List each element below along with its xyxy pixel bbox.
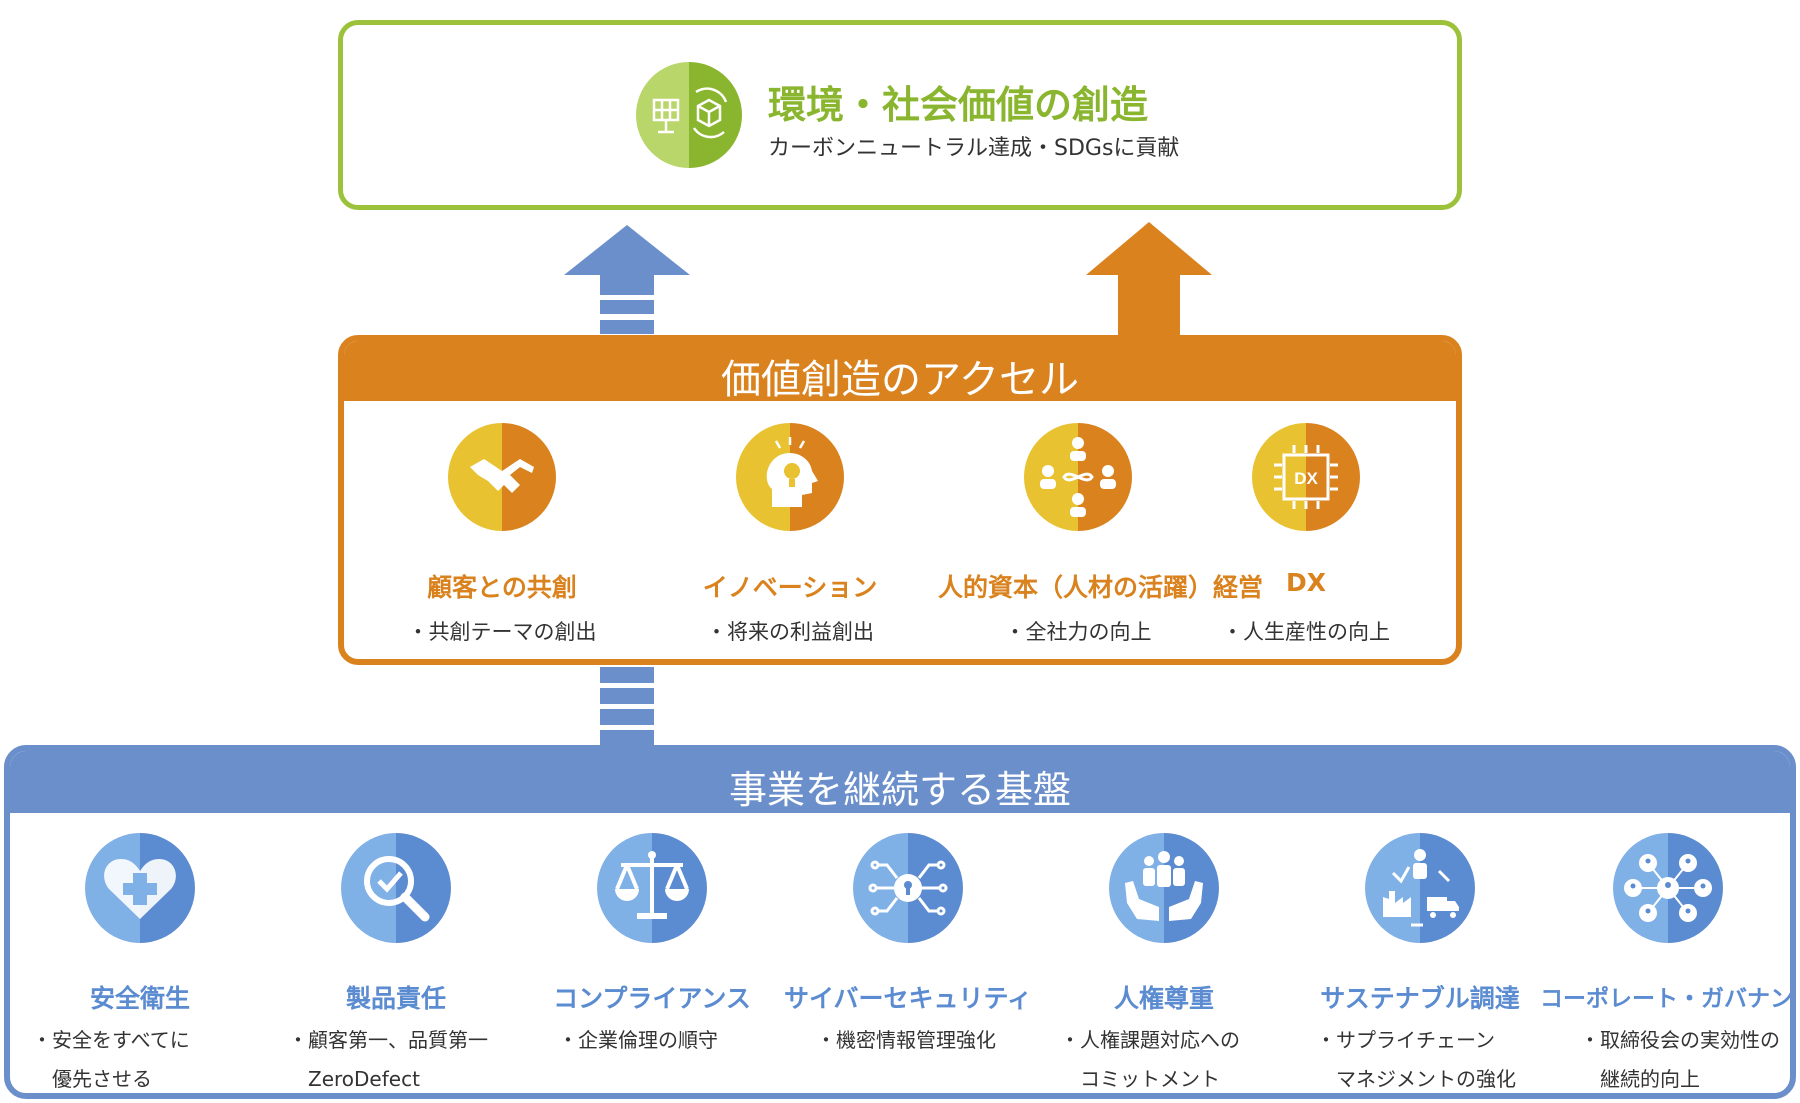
foundation-item-title: コーポレート・ガバナンス (1540, 986, 1796, 1012)
solar-panel-and-recycle-icon (636, 62, 742, 168)
foundation-item-title: コンプライアンス (553, 984, 751, 1013)
foundation-item-desc: ・取締役会の実効性の 継続的向上 (1580, 1021, 1780, 1093)
supply-chain-icon (1365, 833, 1475, 943)
accelerator-title: 価値創造のアクセル (721, 357, 1079, 403)
foundation-item-desc-line: ZeroDefect (288, 1067, 420, 1091)
accelerator-item-desc: ・共創テーマの創出 (407, 620, 597, 644)
foundation-item-desc: ・顧客第一、品質第一 ZeroDefect (288, 1021, 488, 1093)
blue-connector-stripes (600, 667, 654, 746)
goal-subtitle: カーボンニュートラル達成・SDGsに貢献 (768, 136, 1180, 161)
scales-icon (597, 833, 707, 943)
foundation-item-title: 人権尊重 (1113, 984, 1214, 1013)
foundation-item-desc-line: ・取締役会の実効性の (1580, 1028, 1780, 1052)
foundation-item-desc-line: 継続的向上 (1580, 1067, 1700, 1091)
foundation-item-title: 製品責任 (345, 984, 446, 1013)
blue-arrow-up (564, 225, 690, 334)
foundation-box: 事業を継続する基盤 安全衛生 ・安全をすべてに 優先させる 製品責任 ・顧客第一… (4, 745, 1796, 1099)
magnifier-check-icon (341, 833, 451, 943)
foundation-header (10, 751, 1790, 813)
foundation-item-desc: ・人権課題対応への コミットメント (1060, 1021, 1240, 1093)
accelerator-item-desc: ・全社力の向上 (1004, 620, 1152, 644)
accelerator-item-title: イノベーション (702, 573, 878, 602)
foundation-item-desc-line: ・サプライチェーン (1316, 1028, 1495, 1052)
goal-box (338, 20, 1462, 210)
handshake-icon (448, 423, 556, 531)
foundation-item-desc: ・企業倫理の順守 (558, 1021, 718, 1060)
foundation-item-title: サステナブル調達 (1320, 984, 1520, 1013)
foundation-item-desc-line: ・人権課題対応への (1060, 1028, 1240, 1052)
accelerator-item-desc: ・将来の利益創出 (706, 620, 874, 644)
foundation-item-desc-line: コミットメント (1060, 1067, 1220, 1091)
accelerator-item-title: 人的資本（人材の活躍）経営 (938, 573, 1264, 602)
foundation-item-title: サイバーセキュリティ (783, 984, 1032, 1013)
circuit-lock-icon (853, 833, 963, 943)
accelerator-item-title: DX (1285, 568, 1327, 597)
governance-network-icon (1613, 833, 1723, 943)
heart-cross-icon (85, 833, 195, 943)
foundation-item-desc-line: 優先させる (32, 1067, 152, 1091)
accelerator-item-desc: ・人生産性の向上 (1222, 620, 1390, 644)
orange-arrow-up (1086, 222, 1212, 336)
goal-title: 環境・社会価値の創造 (768, 83, 1149, 127)
foundation-item-desc: ・機密情報管理強化 (816, 1021, 996, 1060)
foundation-item-desc-line: ・安全をすべてに (32, 1028, 190, 1052)
foundation-item-desc-line: マネジメントの強化 (1316, 1067, 1516, 1091)
accelerator-header (344, 341, 1456, 401)
foundation-item-desc-line: ・企業倫理の順守 (558, 1028, 718, 1052)
accelerator-item-title: 顧客との共創 (427, 573, 577, 602)
foundation-item-desc-line: ・顧客第一、品質第一 (288, 1028, 488, 1052)
foundation-item-desc: ・安全をすべてに 優先させる (32, 1021, 190, 1093)
foundation-item-title: 安全衛生 (89, 984, 190, 1013)
foundation-title: 事業を継続する基盤 (728, 768, 1071, 812)
accelerator-box: 価値創造のアクセル 顧客との共創 ・共創テーマの創出 イノベーション ・将来の利… (338, 335, 1462, 665)
foundation-item-desc-line: ・機密情報管理強化 (816, 1028, 996, 1052)
svg-text:DX: DX (1294, 469, 1318, 488)
dx-chip-icon: DX (1252, 423, 1360, 531)
foundation-item-desc: ・サプライチェーン マネジメントの強化 (1316, 1021, 1516, 1093)
hands-people-icon (1109, 833, 1219, 943)
lightbulb-head-icon (736, 423, 844, 531)
people-network-icon (1024, 423, 1132, 531)
